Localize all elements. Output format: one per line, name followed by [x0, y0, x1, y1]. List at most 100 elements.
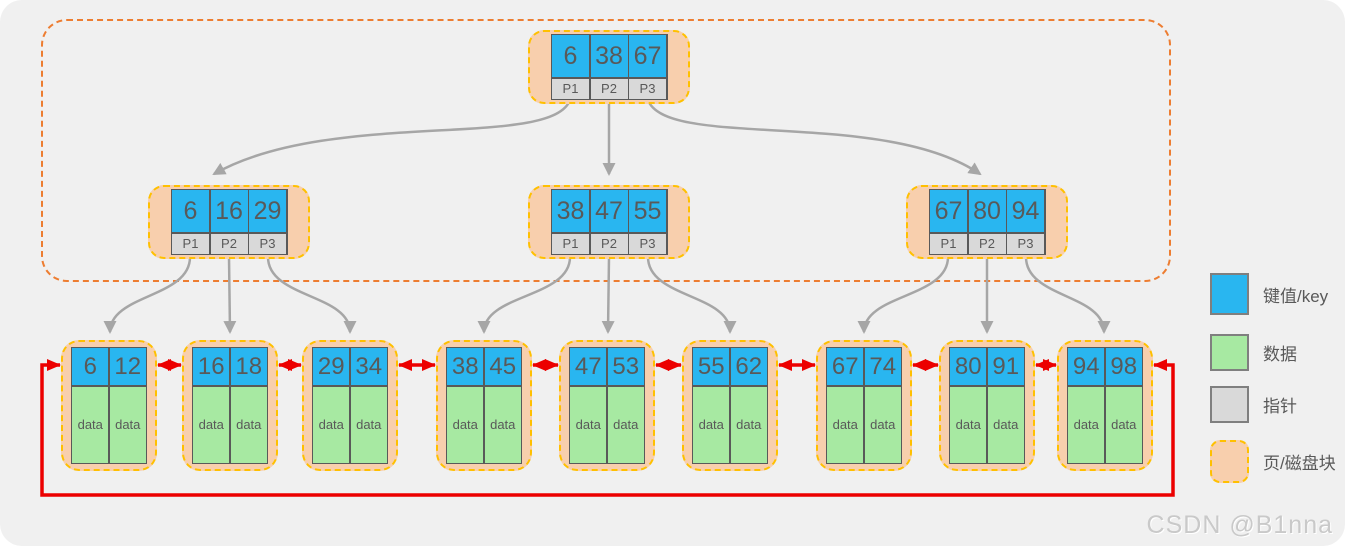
key-cell: 55	[629, 190, 666, 233]
leaf-data-cell: data	[950, 386, 987, 463]
legend-item-page: 页/磁盘块	[1210, 440, 1336, 483]
key-cell: 29	[249, 190, 286, 233]
leaf-node-table: 38 45 data data	[445, 346, 523, 465]
key-cell: 38	[552, 190, 589, 233]
pointer-cell: P1	[930, 233, 967, 254]
root-pointer-cell: P1	[552, 78, 589, 99]
leaf-key-cell: 91	[987, 348, 1024, 386]
leaf-node-table: 55 62 data data	[691, 346, 769, 465]
leaf-key-cell: 16	[193, 348, 230, 386]
root-pointer-cell: P3	[629, 78, 666, 99]
leaf-node-page-4: 38 45 data data	[436, 340, 532, 471]
data-color-swatch	[1210, 334, 1249, 371]
leaf-node-page-7: 67 74 data data	[816, 340, 912, 471]
leaf-data-cell: data	[313, 386, 350, 463]
leaf-node-table: 29 34 data data	[311, 346, 389, 465]
key-cell: 80	[968, 190, 1006, 233]
root-key-cell: 38	[590, 35, 628, 78]
leaf-key-cell: 47	[570, 348, 607, 386]
leaf-node-table: 67 74 data data	[825, 346, 903, 465]
root-node-table: 6 38 67 P1 P2 P3	[550, 33, 668, 101]
leaf-key-cell: 18	[230, 348, 267, 386]
legend-item-data: 数据	[1210, 334, 1297, 371]
root-key-cell: 6	[552, 35, 589, 78]
leaf-node-table: 47 53 data data	[568, 346, 646, 465]
pointer-cell: P3	[249, 233, 286, 254]
legend-item-key: 键值/key	[1210, 273, 1328, 315]
leaf-key-cell: 94	[1068, 348, 1105, 386]
key-color-swatch	[1210, 273, 1249, 315]
pointer-cell: P1	[552, 233, 589, 254]
key-cell: 16	[210, 190, 248, 233]
internal-node-page-2: 38 47 55 P1 P2 P3	[528, 185, 690, 259]
page-color-swatch	[1210, 440, 1249, 483]
leaf-data-cell: data	[827, 386, 864, 463]
legend-label: 键值/key	[1263, 286, 1329, 306]
leaf-key-cell: 67	[827, 348, 864, 386]
legend-label: 数据	[1263, 345, 1297, 364]
leaf-node-page-6: 55 62 data data	[682, 340, 778, 471]
leaf-node-table: 16 18 data data	[191, 346, 269, 465]
key-cell: 6	[172, 190, 209, 233]
leaf-data-cell: data	[607, 386, 644, 463]
internal-node-table: 38 47 55 P1 P2 P3	[550, 188, 668, 256]
root-node-page: 6 38 67 P1 P2 P3	[528, 30, 690, 104]
leaf-data-cell: data	[1068, 386, 1105, 463]
internal-node-table: 6 16 29 P1 P2 P3	[170, 188, 288, 256]
internal-node-table: 67 80 94 P1 P2 P3	[928, 188, 1046, 256]
leaf-data-cell: data	[730, 386, 767, 463]
leaf-key-cell: 74	[864, 348, 901, 386]
pointer-cell: P1	[172, 233, 209, 254]
leaf-key-cell: 45	[484, 348, 521, 386]
leaf-key-cell: 38	[447, 348, 484, 386]
legend-item-pointer: 指针	[1210, 386, 1297, 423]
leaf-data-cell: data	[230, 386, 267, 463]
leaf-node-page-8: 80 91 data data	[939, 340, 1035, 471]
leaf-key-cell: 62	[730, 348, 767, 386]
watermark: CSDN @B1nna	[1146, 511, 1333, 539]
leaf-node-table: 80 91 data data	[948, 346, 1026, 465]
legend-label: 指针	[1263, 397, 1297, 416]
upper-pages-group-outline	[41, 19, 1171, 282]
leaf-data-cell: data	[570, 386, 607, 463]
key-cell: 47	[590, 190, 628, 233]
leaf-key-cell: 34	[350, 348, 387, 386]
leaf-key-cell: 6	[72, 348, 109, 386]
leaf-key-cell: 53	[607, 348, 644, 386]
leaf-key-cell: 55	[693, 348, 730, 386]
leaf-node-page-2: 16 18 data data	[182, 340, 278, 471]
leaf-data-cell: data	[72, 386, 109, 463]
pointer-cell: P3	[1007, 233, 1044, 254]
leaf-data-cell: data	[447, 386, 484, 463]
leaf-data-cell: data	[109, 386, 146, 463]
leaf-key-cell: 98	[1105, 348, 1142, 386]
leaf-data-cell: data	[987, 386, 1024, 463]
leaf-data-cell: data	[484, 386, 521, 463]
key-cell: 94	[1007, 190, 1044, 233]
leaf-data-cell: data	[864, 386, 901, 463]
pointer-cell: P2	[210, 233, 248, 254]
root-key-cell: 67	[629, 35, 666, 78]
leaf-node-page-9: 94 98 data data	[1057, 340, 1153, 471]
leaf-key-cell: 80	[950, 348, 987, 386]
leaf-node-table: 6 12 data data	[70, 346, 148, 465]
leaf-node-page-1: 6 12 data data	[61, 340, 157, 471]
leaf-data-cell: data	[1105, 386, 1142, 463]
leaf-key-cell: 12	[109, 348, 146, 386]
internal-node-page-3: 67 80 94 P1 P2 P3	[906, 185, 1068, 259]
root-pointer-cell: P2	[590, 78, 628, 99]
leaf-data-cell: data	[693, 386, 730, 463]
pointer-cell: P2	[968, 233, 1006, 254]
key-cell: 67	[930, 190, 967, 233]
pointer-cell: P3	[629, 233, 666, 254]
internal-node-page-1: 6 16 29 P1 P2 P3	[148, 185, 310, 259]
leaf-data-cell: data	[350, 386, 387, 463]
leaf-node-table: 94 98 data data	[1066, 346, 1144, 465]
leaf-node-page-5: 47 53 data data	[559, 340, 655, 471]
leaf-node-page-3: 29 34 data data	[302, 340, 398, 471]
pointer-cell: P2	[590, 233, 628, 254]
pointer-color-swatch	[1210, 386, 1249, 423]
leaf-key-cell: 29	[313, 348, 350, 386]
legend-label: 页/磁盘块	[1263, 454, 1336, 473]
